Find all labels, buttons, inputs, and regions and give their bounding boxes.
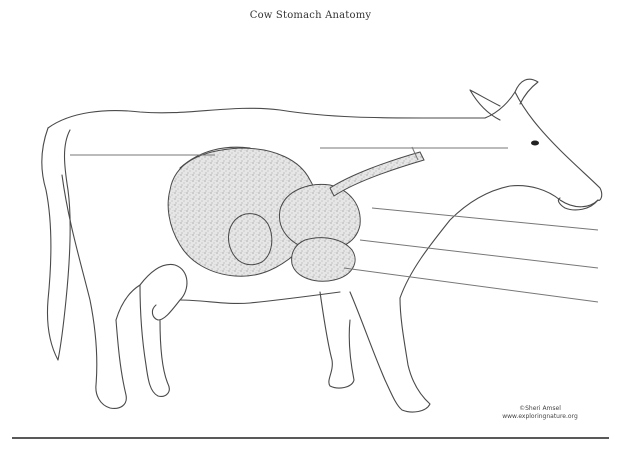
hind-leg-rear xyxy=(62,175,126,408)
leader-right-3 xyxy=(344,268,598,302)
leader-right-2 xyxy=(360,240,598,268)
head xyxy=(485,92,602,210)
hind-leg-front xyxy=(116,285,169,396)
back-line xyxy=(48,108,485,128)
stomach-organs xyxy=(168,148,424,281)
tail xyxy=(42,128,70,360)
belly xyxy=(180,292,340,303)
copyright-credit: ©Sheri Amsel www.exploringnature.org xyxy=(470,405,610,421)
credit-line1: ©Sheri Amsel xyxy=(470,405,610,413)
credit-line2: www.exploringnature.org xyxy=(470,413,610,421)
omasum xyxy=(292,238,355,282)
abomasum xyxy=(228,214,271,265)
chest-neck xyxy=(400,186,598,298)
eye xyxy=(531,141,539,146)
udder xyxy=(140,264,187,320)
leader-right-1 xyxy=(372,208,598,230)
front-leg-back xyxy=(320,292,354,388)
ear-right xyxy=(515,79,538,104)
ear-left xyxy=(470,90,500,120)
front-leg-front xyxy=(350,292,430,412)
esophagus xyxy=(330,152,424,196)
